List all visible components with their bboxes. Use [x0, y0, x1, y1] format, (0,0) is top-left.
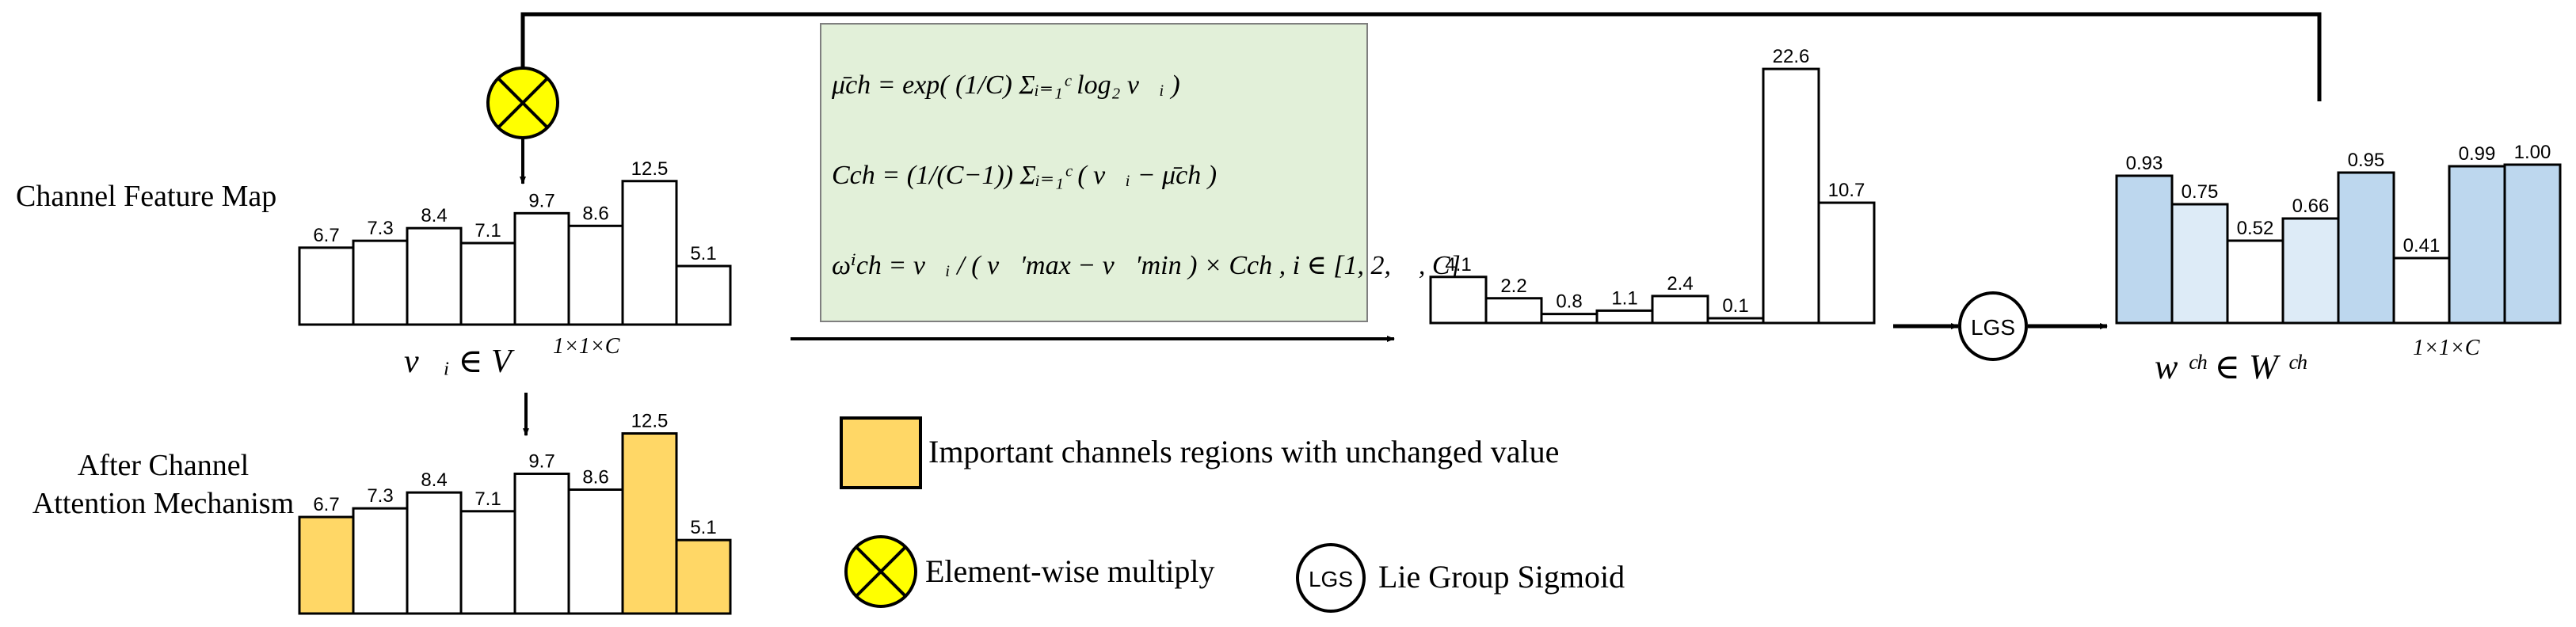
- lgs-node-label: LGS: [1971, 315, 2015, 340]
- legend-important-text: Important channels regions with unchange…: [928, 434, 1559, 469]
- after-attention-value-label-5: 9.7: [528, 450, 554, 472]
- after-attention-bar-3: [406, 491, 463, 615]
- omega-value-label-3: 0.8: [1556, 291, 1582, 313]
- omega-bar-1: [1429, 276, 1488, 325]
- omega-bar-2: [1484, 297, 1543, 325]
- after-attention-bar-2: [352, 507, 409, 615]
- omega-bar-8: [1817, 201, 1876, 325]
- formula-c: Cch = (1/(C−1)) Σᵢ₌₁ᶜ ( v⃗ᵢ − μ̄ch ): [832, 161, 1217, 190]
- lgs-weights-value-label-8: 1.00: [2514, 142, 2551, 163]
- lgs-weights-value-label-7: 0.99: [2459, 143, 2496, 165]
- lgs-weights-value-label-3: 0.52: [2237, 218, 2274, 239]
- omega-value-label-5: 2.4: [1667, 273, 1693, 294]
- omega-value-label-6: 0.1: [1722, 295, 1748, 317]
- lgs-node: LGS: [1958, 291, 2028, 361]
- omega-bar-3: [1540, 313, 1599, 325]
- multiply-node: [486, 66, 559, 139]
- channel-feature-map-bar-8: [675, 264, 732, 326]
- legend-lgs-text: Lie Group Sigmoid: [1378, 559, 1625, 595]
- lgs-weights-bar-8: [2503, 163, 2562, 325]
- channel-feature-map-bar-4: [459, 241, 516, 326]
- channel-feature-map-value-label-2: 7.3: [367, 218, 393, 239]
- feedback-loop-line: [520, 12, 2322, 101]
- lgs-weights-value-label-6: 0.41: [2403, 235, 2441, 256]
- after-attention-value-label-8: 5.1: [690, 517, 716, 538]
- lgs-weights-value-label-5: 0.95: [2348, 150, 2385, 171]
- lgs-weights-value-label-2: 0.75: [2182, 181, 2219, 203]
- lgs-weights-value-label-4: 0.66: [2292, 196, 2330, 217]
- omega-bar-4: [1595, 309, 1654, 325]
- vi-membership-label: v⃗ᵢ ∈ V⃗: [404, 344, 537, 380]
- channel-feature-map-bar-2: [352, 239, 409, 326]
- channel-feature-map-value-label-7: 12.5: [631, 158, 669, 180]
- legend: Important channels regions with unchange…: [840, 416, 1625, 613]
- vi-superscript: 1×1×C: [553, 334, 620, 359]
- channel-feature-map-value-label-6: 8.6: [582, 203, 608, 224]
- after-attention-label-line2: Attention Mechanism: [32, 487, 294, 520]
- legend-important-swatch: [840, 416, 922, 489]
- omega-value-label-8: 10.7: [1828, 180, 1865, 201]
- channel-feature-map-bar-5: [513, 211, 570, 326]
- formula-mu: μ̄ch = exp( (1/C) Σᵢ₌₁ᶜ log₂ v⃗ᵢ ): [831, 70, 1180, 100]
- channel-feature-map-value-label-8: 5.1: [690, 243, 716, 264]
- omega-bar-7: [1762, 67, 1820, 325]
- legend-lgs-icon-label: LGS: [1309, 567, 1353, 591]
- after-attention-bar-1: [298, 515, 355, 615]
- omega-value-label-1: 4.1: [1445, 254, 1471, 276]
- after-attention-chart: 6.7 7.3 8.4 7.1 9.7 8.6 12.5 5.1: [298, 411, 732, 615]
- formula-box: μ̄ch = exp( (1/C) Σᵢ₌₁ᶜ log₂ v⃗ᵢ ) Cch =…: [820, 23, 1461, 322]
- lgs-weights-bar-1: [2115, 174, 2174, 325]
- lgs-weights-value-label-1: 0.93: [2126, 153, 2163, 174]
- channel-feature-map-value-label-4: 7.1: [474, 220, 501, 241]
- wch-superscript: 1×1×C: [2413, 336, 2480, 360]
- channel-feature-map-bar-6: [567, 224, 624, 326]
- after-attention-value-label-2: 7.3: [367, 485, 393, 507]
- lgs-weights-bar-7: [2448, 165, 2506, 325]
- after-attention-bar-7: [621, 432, 678, 615]
- lgs-weights-bar-6: [2392, 256, 2451, 325]
- after-attention-value-label-6: 8.6: [582, 466, 608, 488]
- omega-value-label-7: 22.6: [1773, 46, 1810, 67]
- omega-chart: 4.1 2.2 0.8 1.1 2.4 0.1 22.6 10.7: [1429, 46, 1876, 325]
- after-attention-label-line1: After Channel: [78, 449, 249, 482]
- omega-value-label-4: 1.1: [1611, 287, 1637, 309]
- after-attention-value-label-7: 12.5: [631, 411, 669, 432]
- channel-feature-map-bar-7: [621, 180, 678, 326]
- lgs-weights-bar-3: [2226, 239, 2284, 325]
- channel-feature-map-value-label-3: 8.4: [421, 205, 447, 226]
- legend-multiply-icon: [844, 535, 917, 608]
- after-attention-value-label-3: 8.4: [421, 469, 447, 491]
- after-attention-bar-5: [513, 472, 570, 615]
- channel-feature-map-value-label-1: 6.7: [313, 225, 339, 246]
- legend-multiply-text: Element-wise multiply: [925, 553, 1215, 589]
- after-attention-value-label-1: 6.7: [313, 494, 339, 515]
- lgs-weights-bar-2: [2170, 203, 2229, 325]
- after-attention-bar-4: [459, 510, 516, 615]
- omega-bar-5: [1651, 294, 1709, 325]
- lgs-weights-bar-5: [2337, 171, 2395, 325]
- channel-feature-map-label: Channel Feature Map: [16, 180, 276, 213]
- channel-feature-map-value-label-5: 9.7: [528, 190, 554, 211]
- legend-lgs-icon: LGS: [1296, 543, 1366, 613]
- formula-omega: ωⁱch = v⃗ᵢ / ( v⃗′max − v⃗′min ) × Cch ,…: [832, 251, 1461, 280]
- after-attention-bar-8: [675, 538, 732, 615]
- omega-bar-6: [1706, 317, 1765, 325]
- channel-feature-map-bar-1: [298, 246, 355, 326]
- lgs-weights-bar-4: [2281, 217, 2340, 325]
- wch-membership-label: w ᶜʰ ∈ W ᶜʰ: [2155, 348, 2307, 386]
- channel-feature-map-bar-3: [406, 226, 463, 326]
- omega-value-label-2: 2.2: [1500, 276, 1526, 297]
- after-attention-value-label-4: 7.1: [474, 488, 501, 510]
- after-attention-bar-6: [567, 488, 624, 615]
- lgs-weights-chart: 0.93 0.75 0.52 0.66 0.95 0.41 0.99 1.00: [2115, 142, 2562, 325]
- channel-feature-map-chart: 6.7 7.3 8.4 7.1 9.7 8.6 12.5 5.1: [298, 158, 732, 326]
